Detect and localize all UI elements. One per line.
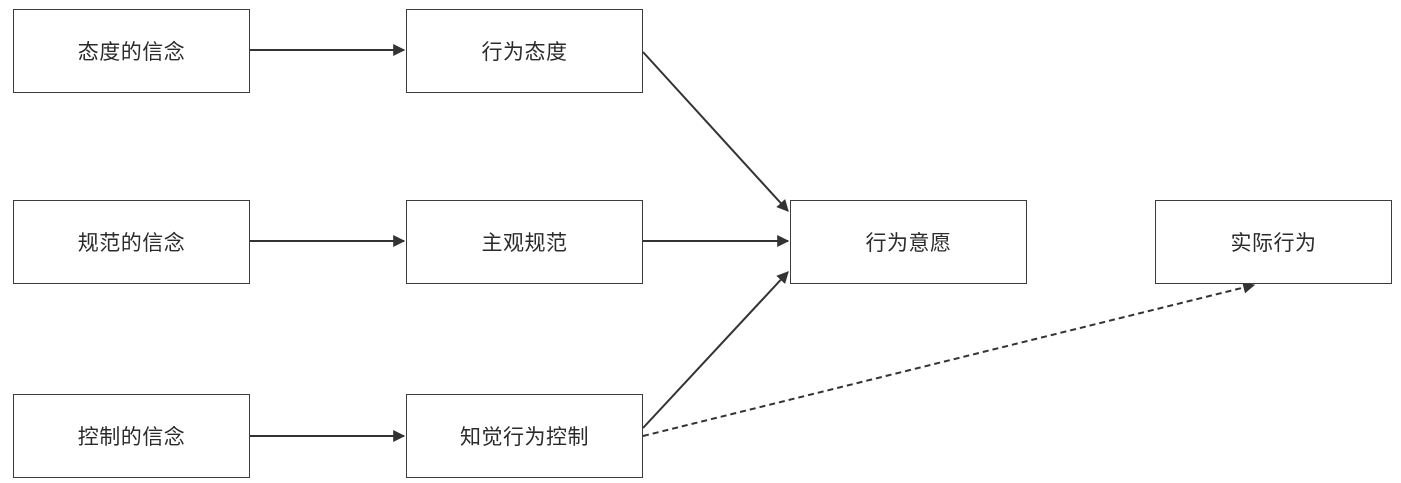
node-normative-beliefs-label: 规范的信念: [77, 231, 186, 255]
node-actual-behavior-label: 实际行为: [1230, 231, 1317, 255]
node-control-beliefs: 控制的信念: [13, 394, 250, 478]
edge-perceived-control-to-actual-behavior: [642, 281, 1256, 437]
node-behavior-attitude: 行为态度: [406, 9, 643, 93]
node-actual-behavior: 实际行为: [1155, 200, 1392, 284]
node-perceived-control: 知觉行为控制: [406, 394, 643, 478]
node-subjective-norm-label: 主观规范: [481, 231, 568, 255]
edge-behavior-attitude-to-behavior-intention: [642, 51, 789, 212]
node-control-beliefs-label: 控制的信念: [77, 425, 186, 449]
edge-perceived-control-to-behavior-intention: [642, 271, 789, 429]
node-behavior-intention-label: 行为意愿: [865, 231, 952, 255]
node-attitude-beliefs: 态度的信念: [13, 9, 250, 93]
node-attitude-beliefs-label: 态度的信念: [77, 40, 186, 64]
node-subjective-norm: 主观规范: [406, 200, 643, 284]
node-behavior-intention: 行为意愿: [790, 200, 1027, 284]
node-perceived-control-label: 知觉行为控制: [460, 425, 589, 449]
node-behavior-attitude-label: 行为态度: [481, 40, 568, 64]
node-normative-beliefs: 规范的信念: [13, 200, 250, 284]
